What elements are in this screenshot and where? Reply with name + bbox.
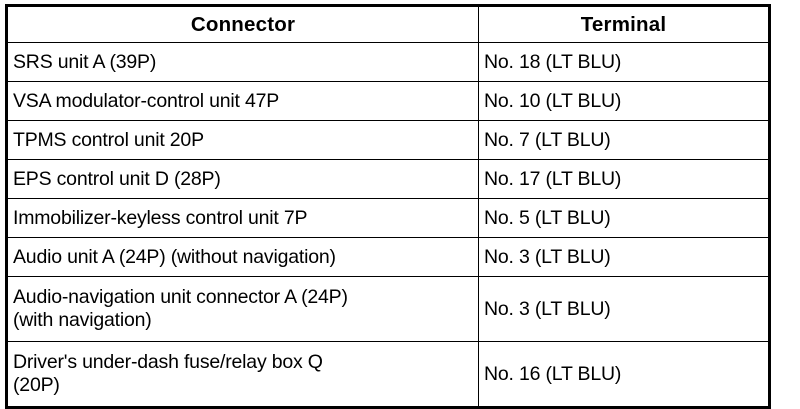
- cell-terminal: No. 16 (LT BLU): [478, 341, 770, 408]
- connector-terminal-table-wrapper: Connector Terminal SRS unit A (39P)No. 1…: [5, 4, 771, 409]
- table-header: Connector Terminal: [6, 5, 770, 43]
- cell-connector: SRS unit A (39P): [6, 42, 479, 82]
- cell-terminal: No. 17 (LT BLU): [478, 159, 770, 199]
- table-body: SRS unit A (39P)No. 18 (LT BLU)VSA modul…: [6, 42, 770, 408]
- table-header-row: Connector Terminal: [6, 5, 770, 43]
- cell-connector: Audio unit A (24P) (without navigation): [6, 237, 479, 277]
- cell-terminal: No. 3 (LT BLU): [478, 276, 770, 342]
- cell-terminal: No. 10 (LT BLU): [478, 81, 770, 121]
- table-row: Audio unit A (24P) (without navigation)N…: [6, 237, 770, 277]
- cell-connector: EPS control unit D (28P): [6, 159, 479, 199]
- cell-connector: Audio-navigation unit connector A (24P) …: [6, 276, 479, 342]
- table-row: Driver's under-dash fuse/relay box Q (20…: [6, 341, 770, 408]
- cell-connector: Driver's under-dash fuse/relay box Q (20…: [6, 341, 479, 408]
- column-header-terminal: Terminal: [478, 5, 770, 43]
- cell-connector: Immobilizer-keyless control unit 7P: [6, 198, 479, 238]
- cell-connector: VSA modulator-control unit 47P: [6, 81, 479, 121]
- cell-terminal: No. 7 (LT BLU): [478, 120, 770, 160]
- cell-terminal: No. 3 (LT BLU): [478, 237, 770, 277]
- column-header-connector: Connector: [6, 5, 479, 43]
- cell-terminal: No. 5 (LT BLU): [478, 198, 770, 238]
- table-row: EPS control unit D (28P)No. 17 (LT BLU): [6, 159, 770, 199]
- table-row: Audio-navigation unit connector A (24P) …: [6, 276, 770, 342]
- cell-terminal: No. 18 (LT BLU): [478, 42, 770, 82]
- connector-terminal-table: Connector Terminal SRS unit A (39P)No. 1…: [5, 4, 771, 409]
- table-row: SRS unit A (39P)No. 18 (LT BLU): [6, 42, 770, 82]
- cell-connector: TPMS control unit 20P: [6, 120, 479, 160]
